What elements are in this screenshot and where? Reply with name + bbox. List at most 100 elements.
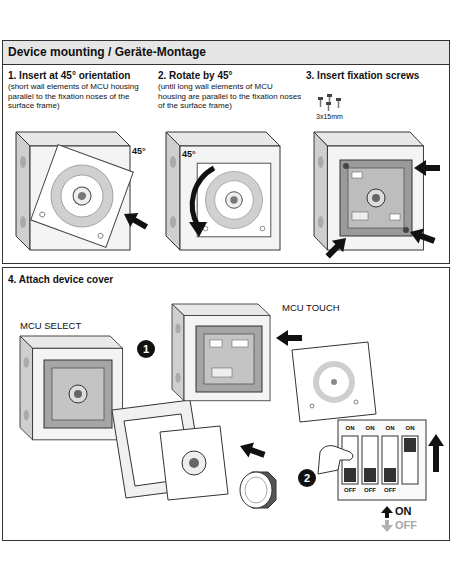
- screw-icons-part: [320, 100, 322, 107]
- dip-switch-part: [382, 436, 398, 484]
- screw-icons: [318, 94, 341, 111]
- mcu-touch-part: [276, 330, 302, 346]
- dip-switch-part: [384, 468, 396, 482]
- screw-icons-part: [336, 98, 341, 101]
- label-holder: ON: [340, 425, 360, 432]
- label-holder: ON: [395, 505, 412, 518]
- switch-legend-icons: [381, 506, 393, 532]
- device-name: MCU TOUCH: [282, 302, 340, 313]
- step1-illustration-part: [120, 207, 151, 234]
- step3-illustration-part: [414, 160, 440, 176]
- label-holder: ON: [360, 425, 380, 432]
- mcu-select-part: [44, 360, 112, 428]
- step-panel: 1. Insert at 45° orientation(short wall …: [6, 68, 154, 260]
- mcu-touch-part: [232, 340, 248, 347]
- label-holder: 3x15mm: [316, 113, 343, 121]
- switch-state: ON: [386, 425, 395, 431]
- callout-number: 2: [304, 473, 310, 484]
- label-holder: ON: [400, 425, 420, 432]
- dip-switch-part: [338, 420, 426, 500]
- mcu-touch: [172, 304, 376, 422]
- switch-state: OFF: [384, 487, 396, 493]
- mcu-select-part: [20, 336, 123, 440]
- switch-state: OFF: [344, 487, 356, 493]
- step-heading: 2. Rotate by 45°: [158, 70, 302, 82]
- step3-illustration-part: [322, 232, 352, 262]
- mcu-select-part: [52, 368, 104, 420]
- mcu-touch-part: [204, 334, 254, 384]
- mcu-select-part: [74, 390, 82, 398]
- mcu-select-part: [160, 426, 228, 500]
- dip-switch: [318, 420, 444, 500]
- label-holder: ON: [380, 425, 400, 432]
- frame-part: [3, 268, 450, 541]
- mcu-touch-part: [210, 340, 222, 347]
- dip-switch-part: [428, 434, 444, 472]
- frame-part: [3, 41, 450, 264]
- label-holder: OFF: [360, 487, 380, 494]
- mcu-select-part: [182, 451, 206, 475]
- step3-illustration-part: [314, 132, 423, 250]
- screw-icons-part: [328, 105, 330, 111]
- mcu-touch-part: [292, 342, 376, 422]
- switch-legend-icons-part: [381, 520, 393, 532]
- step2-illustration-part: [166, 132, 280, 250]
- switch-state: ON: [406, 425, 415, 431]
- step-note: (until long wall elements of MCU housing…: [158, 82, 302, 111]
- step-note: (short wall elements of MCU housing para…: [8, 82, 152, 111]
- dip-switch-part: [364, 468, 376, 482]
- step2-illustration-part: [189, 222, 207, 237]
- label-holder: 45°: [132, 146, 146, 156]
- switch-key: OFF: [395, 519, 417, 531]
- angle-label: 45°: [182, 149, 196, 159]
- step3-illustration-part: [348, 168, 404, 228]
- screw-icons-part: [326, 102, 331, 105]
- dip-switch-part: [362, 436, 378, 484]
- step3-illustration-part: [352, 172, 362, 178]
- mcu-touch-part: [354, 400, 358, 404]
- step1-illustration-part: [31, 145, 134, 248]
- dip-switch-part: [318, 446, 353, 474]
- step3-illustration-part: [352, 212, 368, 220]
- step-panel: 2. Rotate by 45°(until long wall element…: [156, 68, 304, 260]
- step3-illustration-part: [340, 160, 412, 236]
- diagram-title: Device mounting / Geräte-Montage: [8, 45, 206, 59]
- step1-illustration: [16, 132, 151, 250]
- callout-circle: 1: [137, 340, 155, 358]
- callout-circle: 2: [298, 469, 316, 487]
- dip-switch-part: [404, 438, 416, 452]
- label-holder: OFF: [380, 487, 400, 494]
- step3-illustration: [314, 94, 440, 262]
- angle-label: 45°: [132, 146, 146, 156]
- step3-illustration-part: [343, 163, 349, 169]
- step3-illustration-part: [403, 227, 409, 233]
- step-heading: 1. Insert at 45° orientation: [8, 70, 152, 82]
- screw-size: 3x15mm: [316, 113, 343, 120]
- mcu-touch-part: [196, 326, 262, 392]
- screw-icons-part: [327, 94, 332, 97]
- mcu-touch-part: [316, 364, 352, 400]
- step4-illustration: [20, 304, 444, 532]
- mcu-select-part: [189, 458, 199, 468]
- mcu-select-part: [240, 472, 272, 508]
- step3-illustration-part: [407, 224, 437, 248]
- step-panel: 3. Insert fixation screws: [304, 68, 448, 260]
- switch-key: ON: [395, 505, 412, 517]
- mcu-touch-part: [310, 404, 314, 408]
- screw-icons-part: [318, 97, 323, 100]
- mcu-touch-part: [212, 368, 232, 377]
- step-heading: 3. Insert fixation screws: [306, 70, 446, 82]
- mcu-touch-part: [331, 379, 337, 385]
- step3-illustration-part: [367, 189, 385, 207]
- label-holder: OFF: [340, 487, 360, 494]
- mcu-select-part: [245, 477, 267, 503]
- label-holder: OFF: [395, 519, 417, 532]
- step2-illustration-part: [192, 168, 214, 226]
- screw-icons-part: [338, 101, 340, 108]
- device-name: MCU SELECT: [20, 320, 81, 331]
- step3-illustration-part: [372, 194, 380, 202]
- label-holder: MCU SELECT: [20, 321, 81, 332]
- step-panel: 4. Attach device cover12: [6, 272, 446, 538]
- mcu-select-part: [237, 438, 267, 462]
- dip-switch-part: [402, 436, 418, 484]
